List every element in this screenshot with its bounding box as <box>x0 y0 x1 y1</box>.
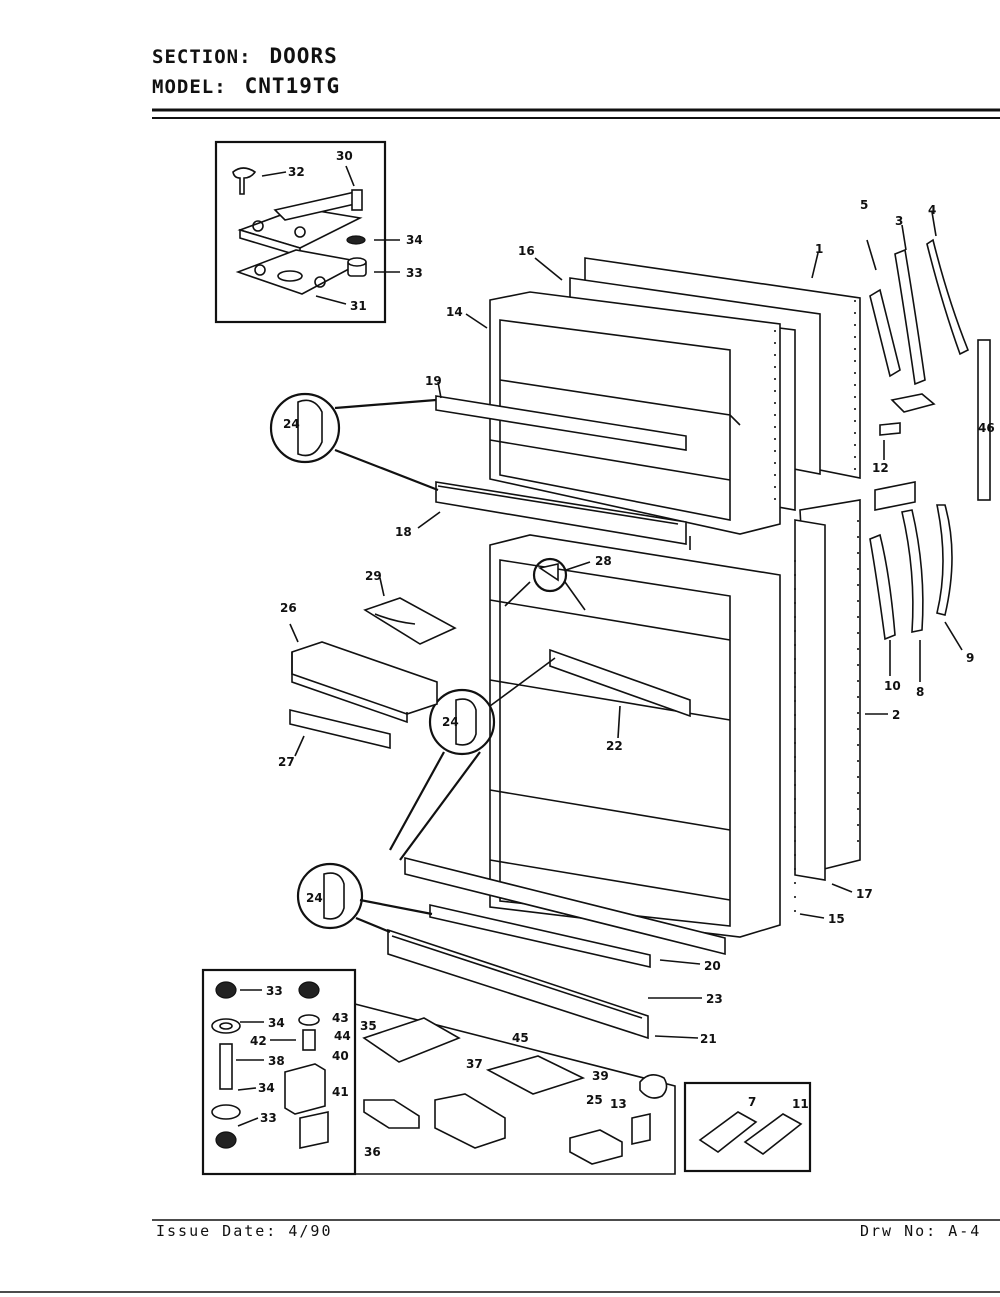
label-26: 26 <box>280 601 297 615</box>
label-25: 25 <box>586 1093 603 1107</box>
label-24b: 24 <box>442 715 459 729</box>
label-33a: 33 <box>406 266 423 280</box>
label-4: 4 <box>928 203 936 217</box>
section-heading: SECTION: DOORS <box>152 44 338 68</box>
label-24c: 24 <box>306 891 323 905</box>
label-42: 42 <box>250 1034 267 1048</box>
model-value: CNT19TG <box>244 74 341 98</box>
fresh-food-door <box>489 499 861 938</box>
label-14: 14 <box>446 305 463 319</box>
bottom-hinge-inset <box>201 968 676 1176</box>
model-label: MODEL: <box>152 76 227 98</box>
label-21: 21 <box>700 1032 717 1046</box>
section-label: SECTION: <box>152 46 252 68</box>
label-34a: 34 <box>406 233 423 247</box>
part-labels: 30 32 34 33 31 16 1 14 19 24 18 28 29 26… <box>250 149 995 1159</box>
dairy-compartment <box>289 597 457 750</box>
top-hinge-inset <box>214 140 400 324</box>
label-46: 46 <box>978 421 995 435</box>
leader-lines <box>236 211 963 1127</box>
issue-date: Issue Date: 4/90 <box>156 1222 333 1240</box>
label-30: 30 <box>336 149 353 163</box>
label-39: 39 <box>592 1069 609 1083</box>
label-29: 29 <box>365 569 382 583</box>
freezer-door <box>489 257 861 535</box>
label-16: 16 <box>518 244 535 258</box>
section-value: DOORS <box>269 44 338 68</box>
label-34b: 34 <box>268 1016 285 1030</box>
label-13: 13 <box>610 1097 627 1111</box>
label-1: 1 <box>815 242 823 256</box>
label-2: 2 <box>892 708 900 722</box>
door-shelf-22 <box>549 648 691 718</box>
drawing-number: Drw No: A-4 <box>860 1222 982 1240</box>
label-28: 28 <box>595 554 612 568</box>
label-33c: 33 <box>260 1111 277 1125</box>
callout-28 <box>504 557 586 611</box>
callout-24-middle <box>389 657 556 861</box>
label-43: 43 <box>332 1011 349 1025</box>
hinge-assemblies <box>869 238 991 641</box>
label-35: 35 <box>360 1019 377 1033</box>
door-shelf-20 <box>404 856 726 956</box>
door-shelf-18 <box>435 481 687 545</box>
label-20: 20 <box>704 959 721 973</box>
label-27: 27 <box>278 755 295 769</box>
label-41: 41 <box>332 1085 349 1099</box>
label-38: 38 <box>268 1054 285 1068</box>
screw-icon <box>232 167 257 195</box>
label-36: 36 <box>364 1145 381 1159</box>
label-18: 18 <box>395 525 412 539</box>
label-9: 9 <box>966 651 974 665</box>
callout-24-lower <box>296 862 433 934</box>
label-8: 8 <box>916 685 924 699</box>
label-7: 7 <box>748 1095 756 1109</box>
label-11: 11 <box>792 1097 809 1111</box>
label-5: 5 <box>860 198 868 212</box>
label-33b: 33 <box>266 984 283 998</box>
label-44: 44 <box>334 1029 351 1043</box>
label-23: 23 <box>706 992 723 1006</box>
label-24a: 24 <box>283 417 300 431</box>
label-19: 19 <box>425 374 442 388</box>
label-37: 37 <box>466 1057 483 1071</box>
small-hinge-inset <box>683 1081 812 1173</box>
label-3: 3 <box>895 214 903 228</box>
label-17: 17 <box>856 887 873 901</box>
label-45: 45 <box>512 1031 529 1045</box>
callout-24-upper <box>269 392 439 492</box>
model-heading: MODEL: CNT19TG <box>152 74 340 98</box>
label-40: 40 <box>332 1049 349 1063</box>
door-shelf-19 <box>435 395 687 451</box>
label-12: 12 <box>872 461 889 475</box>
door-shelf-21 <box>387 928 649 1040</box>
label-15: 15 <box>828 912 845 926</box>
label-22: 22 <box>606 739 623 753</box>
label-31: 31 <box>350 299 367 313</box>
label-34c: 34 <box>258 1081 275 1095</box>
label-32: 32 <box>288 165 305 179</box>
label-10: 10 <box>884 679 901 693</box>
